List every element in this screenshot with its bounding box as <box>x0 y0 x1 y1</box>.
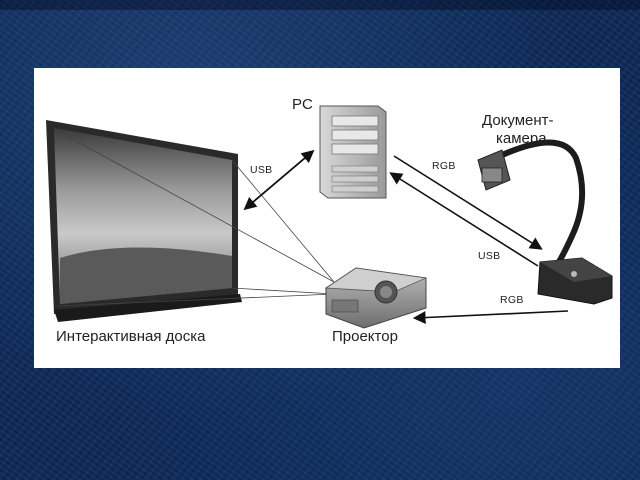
label-usb-board: USB <box>250 164 273 176</box>
label-usb-camera: USB <box>478 250 501 262</box>
diagram-panel: PC Документ- камера Интерактивная доска … <box>34 68 620 368</box>
rgb-arrow-pc-to-camera <box>393 155 543 250</box>
label-interactive-board: Интерактивная доска <box>56 328 206 345</box>
connection-arrows <box>243 149 569 324</box>
slide-top-band <box>0 0 640 10</box>
document-camera <box>477 139 613 305</box>
rgb-arrow-camera-to-projector <box>412 310 569 324</box>
projection-lines <box>55 129 335 307</box>
label-camera-line1: Документ- <box>482 112 554 129</box>
label-camera-line2: камера <box>496 130 547 147</box>
label-pc: PC <box>292 96 313 113</box>
board-hill <box>60 247 232 304</box>
label-rgb-projector: RGB <box>500 294 524 306</box>
interactive-board <box>46 120 242 322</box>
board-tray <box>54 294 242 322</box>
usb-arrow-board-to-pc <box>245 149 315 209</box>
diagram-canvas <box>46 105 613 329</box>
projector <box>324 267 428 329</box>
pc-tower <box>319 105 387 199</box>
usb-arrow-camera-to-pc <box>389 172 539 267</box>
label-rgb-pc-camera: RGB <box>432 160 456 172</box>
label-projector: Проектор <box>332 328 398 345</box>
